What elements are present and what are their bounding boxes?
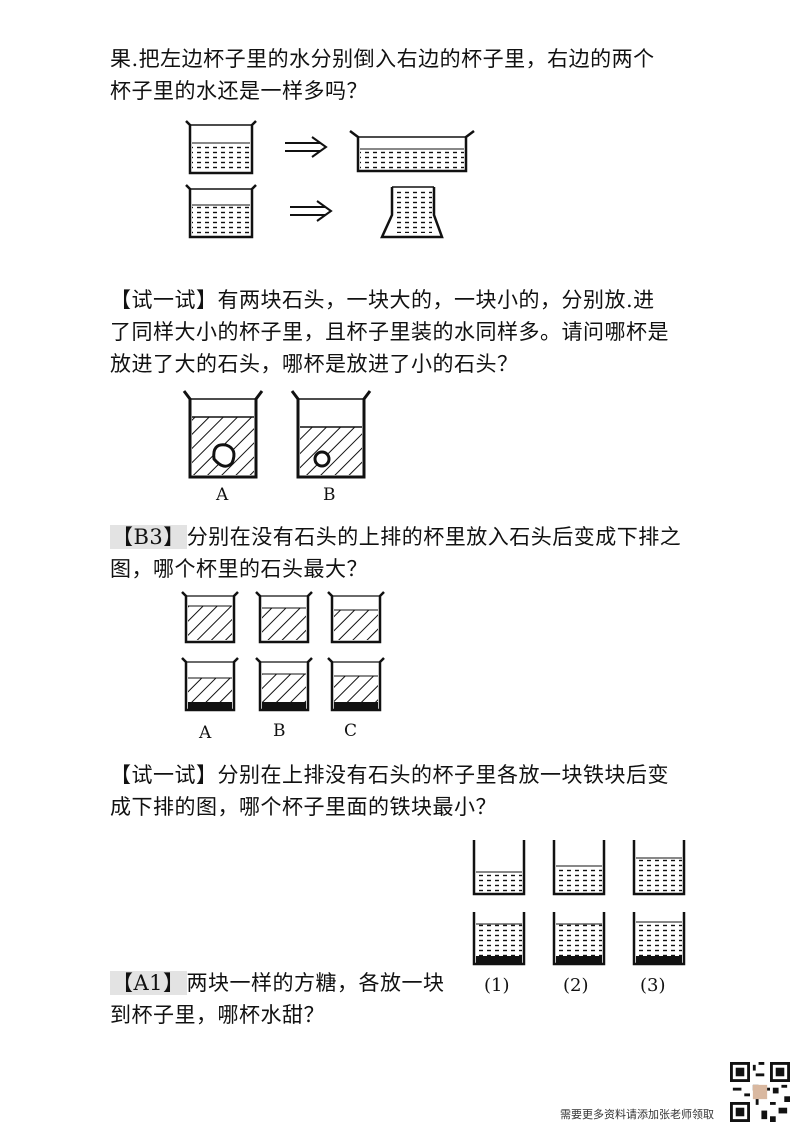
- text-line: 【B3】分别在没有石头的上排的杯里放入石头后变成下排之: [110, 522, 681, 552]
- footer-text: 需要更多资料请添加张老师领取: [560, 1108, 714, 1121]
- question-text: 两块一样的方糖，各放一块: [186, 971, 445, 995]
- question-tag: 【A1】: [110, 971, 187, 995]
- figure-label: C: [344, 721, 358, 741]
- b3-cups-figure: [181, 591, 385, 712]
- question-text: 分别在没有石头的上排的杯里放入石头后变成下排之: [186, 525, 682, 549]
- text-line: 到杯子里，哪杯水甜？: [110, 1003, 325, 1027]
- qr-code-icon: [730, 1062, 790, 1122]
- figure-label: A: [216, 485, 229, 505]
- stone-cups-figure: [182, 390, 372, 479]
- figure-label: (2): [563, 975, 589, 996]
- figure-label: A: [199, 723, 212, 743]
- text-line: 了同样大小的杯子里，且杯子里装的水同样多。请问哪杯是: [110, 320, 669, 344]
- question-tag: 【B3】: [110, 525, 187, 549]
- text-line: 杯子里的水还是一样多吗？: [110, 79, 368, 103]
- figure-label: (1): [484, 975, 510, 996]
- figure-label: (3): [640, 975, 666, 996]
- iron-cups-figure: [472, 840, 686, 966]
- text-line: 成下排的图，哪个杯子里面的铁块最小？: [110, 795, 497, 819]
- text-line: 【试一试】有两块石头，一块大的，一块小的，分别放.进: [110, 288, 655, 312]
- text-line: 【试一试】分别在上排没有石头的杯子里各放一块铁块后变: [110, 763, 669, 787]
- text-line: 放进了大的石头，哪杯是放进了小的石头？: [110, 352, 519, 376]
- pour-figure: [185, 120, 475, 239]
- text-line: 【A1】两块一样的方糖，各放一块: [110, 968, 445, 998]
- text-line: 果.把左边杯子里的水分别倒入右边的杯子里，右边的两个: [110, 47, 655, 71]
- figure-label: B: [273, 721, 286, 741]
- figure-label: B: [323, 485, 336, 505]
- text-line: 图，哪个杯里的石头最大？: [110, 557, 368, 581]
